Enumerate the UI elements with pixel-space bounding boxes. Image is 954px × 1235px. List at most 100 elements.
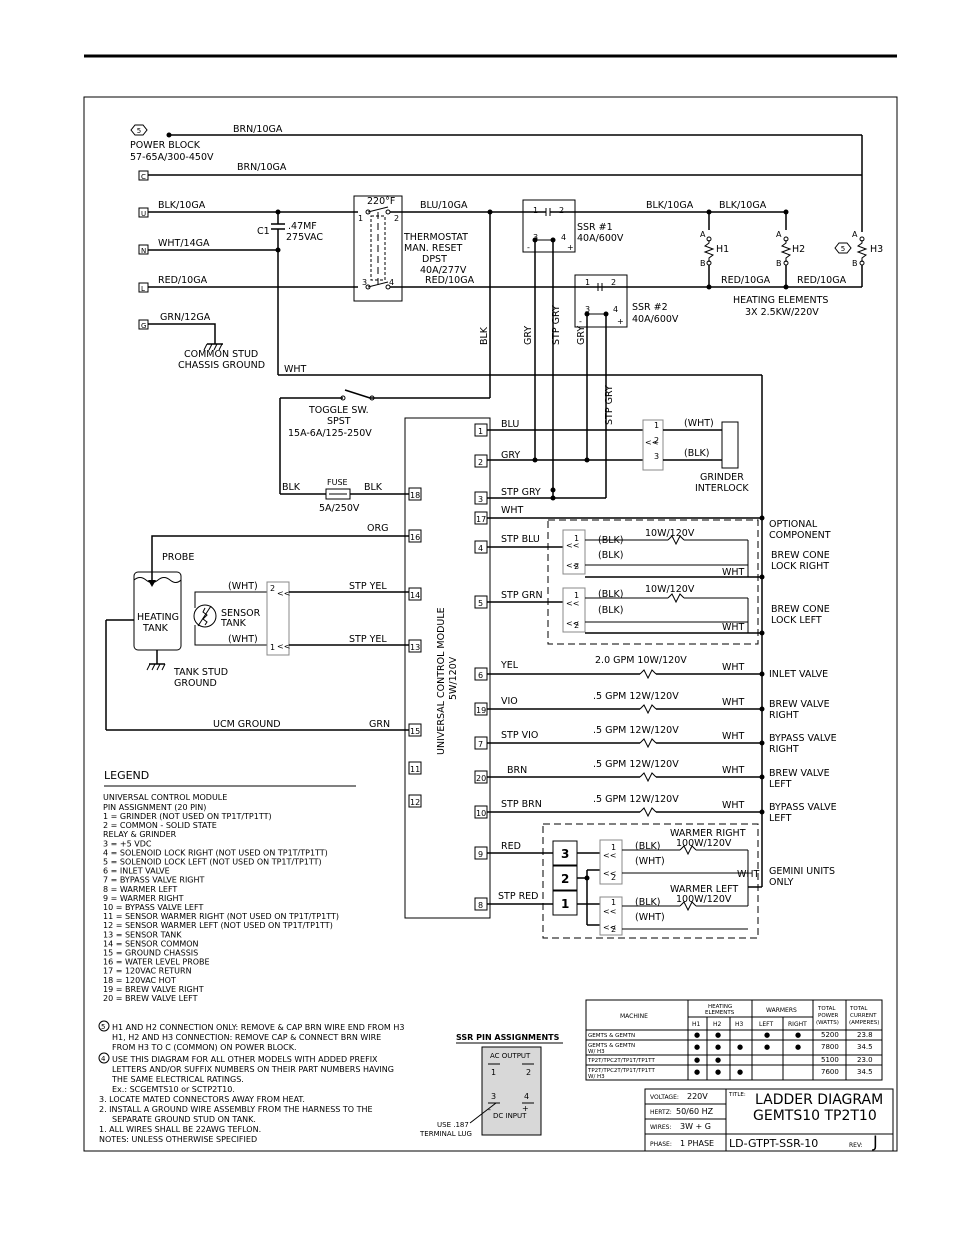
label-ssr1-plus: + bbox=[567, 243, 574, 252]
label-power-label2: 57-65A/300-450V bbox=[130, 152, 214, 163]
label-right-cc1: 1 bbox=[574, 534, 579, 543]
label-probe-grn: GRN bbox=[369, 719, 390, 730]
label-heaters-a: A bbox=[700, 230, 706, 239]
legend-line: 13 = SENSOR TANK bbox=[103, 930, 182, 939]
label-notes-n3: 3. LOCATE MATED CONNECTORS AWAY FROM HEA… bbox=[99, 1095, 305, 1104]
label-probe-sensor1: SENSOR bbox=[221, 608, 261, 619]
label-power-note: 5 bbox=[137, 127, 141, 135]
label-right-stpred: STP RED bbox=[498, 891, 539, 902]
label-ssr1-p4: 4 bbox=[561, 233, 566, 242]
svg-text:<<: << bbox=[566, 619, 579, 628]
label-power-label1: POWER BLOCK bbox=[130, 140, 201, 151]
svg-text:<<: << bbox=[645, 438, 658, 447]
label-right-brn: BRN bbox=[507, 765, 527, 776]
ssr-2: 1 2 3 4 - + SSR #2 40A/600V bbox=[574, 274, 679, 328]
label-table-h_machine: MACHINE bbox=[620, 1013, 648, 1020]
label-right_pins-p20: 20 bbox=[476, 774, 486, 783]
brew-cone-locks: OPTIONAL COMPONENT STP BLU 1 2 << << (BL… bbox=[487, 519, 831, 645]
label-right-red: RED bbox=[501, 841, 521, 852]
label-power-red_l: RED/10GA bbox=[158, 275, 208, 286]
label-title_block-hertz_l: HERTZ: bbox=[650, 1109, 672, 1116]
heating-elements: BLK/10GA A B A B A B H1 H2 H3 5 RED/10GA… bbox=[700, 200, 883, 318]
label-legend-h1: UNIVERSAL CONTROL MODULE bbox=[103, 793, 227, 802]
svg-text:<<: << bbox=[277, 642, 290, 651]
label-heaters-h1: H1 bbox=[716, 244, 729, 255]
label-ssr_pins-p2: 2 bbox=[526, 1068, 531, 1077]
label-right-blk_b: (BLK) bbox=[598, 550, 623, 561]
label-right-wht_c1: WHT bbox=[722, 567, 745, 578]
label-vertical-gry1: GRY bbox=[523, 326, 534, 345]
table-watts: 7800 bbox=[821, 1043, 839, 1051]
label-legend-h2: PIN ASSIGNMENT (20 PIN) bbox=[103, 803, 206, 812]
label-thermostat-temp: 220°F bbox=[367, 196, 395, 207]
label-right_pins-p6: 6 bbox=[478, 671, 483, 680]
label-legend-title: LEGEND bbox=[104, 769, 149, 782]
table-mark: ● bbox=[764, 1031, 770, 1039]
ssr-1: 1 2 3 4 - + SSR #1 40A/600V BLK/10GA bbox=[522, 199, 786, 253]
label-ssr_pins-p4: 4 bbox=[524, 1092, 529, 1101]
table-machine-suffix: W/ H3 bbox=[588, 1074, 605, 1080]
table-mark: ● bbox=[737, 1068, 743, 1076]
label-ssr_pins-dc: DC INPUT bbox=[493, 1112, 527, 1120]
label-right-gi2: 2 bbox=[654, 436, 659, 445]
label-ssr1-name: SSR #1 bbox=[577, 222, 613, 233]
label-right-wc4: 2 bbox=[611, 925, 616, 934]
table-mark: ● bbox=[715, 1056, 721, 1064]
label-right-wc2: 2 bbox=[611, 873, 616, 882]
label-power-l_term: L bbox=[141, 285, 145, 293]
label-ssr2-p3: 3 bbox=[585, 305, 590, 314]
label-table-h_tp3: (WATTS) bbox=[816, 1020, 839, 1026]
label-thermostat-red: RED/10GA bbox=[425, 275, 475, 286]
label-cap-v1: .47MF bbox=[288, 221, 317, 232]
svg-text:<<: << bbox=[603, 869, 616, 878]
label-ssr_pins-minus: - bbox=[488, 1105, 491, 1114]
table-mark: ● bbox=[694, 1043, 700, 1051]
label-title_block-wires_l: WIRES: bbox=[650, 1124, 672, 1131]
label-right_pins-p3: 3 bbox=[478, 495, 483, 504]
label-right_pins-p5: 5 bbox=[478, 599, 483, 608]
label-toggle-l3: 15A-6A/125-250V bbox=[288, 428, 372, 439]
label-right-gem1: GEMINI UNITS bbox=[769, 866, 835, 877]
label-right-c2: 2 bbox=[561, 872, 569, 886]
label-vertical-stpgry1: STP GRY bbox=[551, 305, 562, 345]
label-right-cc2: 2 bbox=[574, 562, 579, 571]
label-right-bvl2: LEFT bbox=[769, 779, 792, 790]
table-mark: ● bbox=[694, 1031, 700, 1039]
wire-label: BRN/10GA bbox=[233, 124, 283, 135]
legend-line: 6 = INLET VALVE bbox=[103, 867, 170, 876]
control-wires: BLK GRY STP GRY GRY STP GRY WHT TOGGLE S… bbox=[277, 212, 763, 887]
label-heaters-blk: BLK/10GA bbox=[719, 200, 767, 211]
label-right-wht6: WHT bbox=[722, 662, 745, 673]
label-probe-wht1: (WHT) bbox=[228, 581, 258, 592]
label-title_block-dwg: LD-GTPT-SSR-10 bbox=[729, 1137, 818, 1150]
legend-line: 17 = 120VAC RETURN bbox=[103, 967, 192, 976]
label-title_block-wires: 3W + G bbox=[680, 1122, 711, 1131]
label-right-opt2: COMPONENT bbox=[769, 530, 831, 541]
label-right-vio: VIO bbox=[501, 696, 518, 707]
label-right_pins-p7: 7 bbox=[478, 740, 483, 749]
label-cap-v2: 275VAC bbox=[286, 232, 323, 243]
label-table-sub-0: H1 bbox=[692, 1021, 701, 1028]
table-mark: ● bbox=[715, 1043, 721, 1051]
label-right-bvl_r: .5 GPM 12W/120V bbox=[593, 759, 679, 770]
valves: YEL 2.0 GPM 10W/120V WHT INLET VALVE VIO… bbox=[487, 655, 837, 824]
legend-line: 16 = WATER LEVEL PROBE bbox=[103, 958, 210, 967]
label-thermostat-l4: 40A/277V bbox=[420, 265, 467, 276]
label-ssr_pins-plus: + bbox=[522, 1104, 529, 1113]
title-block: VOLTAGE: 220V HERTZ: 50/60 HZ WIRES: 3W … bbox=[644, 1088, 894, 1152]
table-watts: 5100 bbox=[821, 1056, 839, 1064]
label-right-opt1: OPTIONAL bbox=[769, 519, 818, 530]
label-right-gi_l2: INTERLOCK bbox=[695, 483, 749, 494]
label-cap-name: C1 bbox=[257, 226, 270, 237]
label-right-byr_r: .5 GPM 12W/120V bbox=[593, 725, 679, 736]
label-right-wht7: WHT bbox=[722, 731, 745, 742]
label-right_pins-p17: 17 bbox=[476, 515, 486, 524]
label-right-wr1: WARMER RIGHT bbox=[670, 828, 746, 839]
label-power-wht_n: WHT/14GA bbox=[158, 238, 210, 249]
label-right-wr2: 100W/120V bbox=[676, 838, 732, 849]
label-heaters-b: B bbox=[776, 259, 782, 268]
label-ssr1-p3: 3 bbox=[533, 233, 538, 242]
table-mark: ● bbox=[694, 1068, 700, 1076]
label-probe-tank1: HEATING bbox=[137, 612, 179, 623]
